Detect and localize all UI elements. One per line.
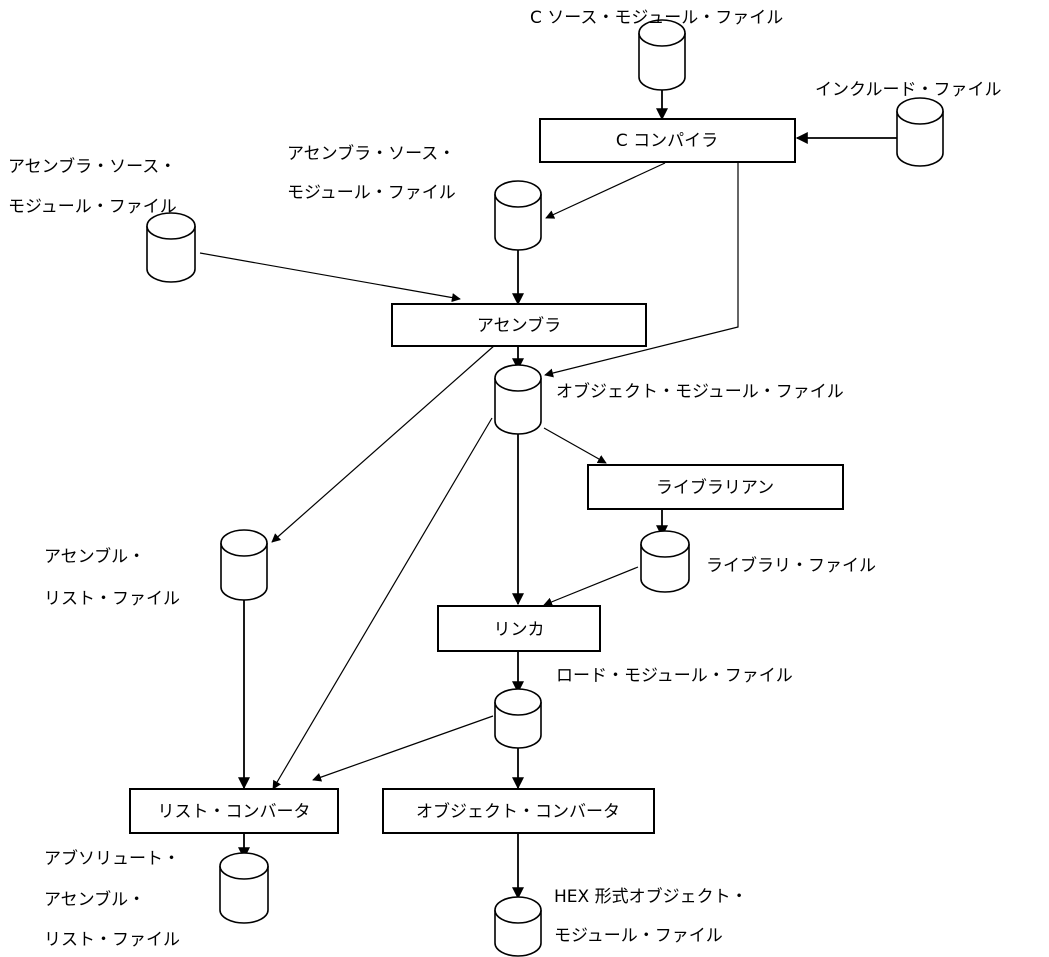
load-module-file-icon — [494, 688, 542, 749]
load-module-file-label: ロード・モジュール・ファイル — [556, 666, 793, 686]
asm-source-left-label-line1: アセンブラ・ソース・ — [8, 156, 176, 177]
assemble-list-file-icon — [220, 529, 268, 601]
assemble-list-label-line2: リスト・ファイル — [44, 589, 180, 609]
edge-compiler-object — [544, 163, 739, 378]
assembler-label: アセンブラ — [477, 315, 561, 336]
list-converter-box: リスト・コンバータ — [129, 788, 339, 834]
object-module-file-label: オブジェクト・モジュール・ファイル — [556, 381, 844, 402]
edge-load-listconv — [312, 715, 494, 782]
linker-label: リンカ — [494, 620, 545, 640]
edge-asmsrcleft-assembler — [199, 252, 461, 303]
hex-object-file-icon — [494, 896, 542, 957]
c-source-file-icon — [638, 19, 686, 91]
absolute-list-label-line1: アブソリュート・ — [44, 848, 180, 869]
object-module-file-icon — [494, 364, 542, 435]
asm-source-center-label-line1: アセンブラ・ソース・ — [287, 143, 455, 164]
edge-library-linker — [543, 566, 639, 607]
assemble-list-label-line1: アセンブル・ — [44, 546, 145, 567]
librarian-box: ライブラリアン — [587, 464, 844, 510]
asm-source-left-label-line2: モジュール・ファイル — [8, 197, 177, 217]
hex-object-label-line2: モジュール・ファイル — [554, 926, 723, 946]
c-compiler-label: C コンパイラ — [616, 131, 718, 151]
library-file-label: ライブラリ・ファイル — [706, 555, 876, 576]
assembler-box: アセンブラ — [391, 303, 647, 347]
asm-source-left-file-icon — [146, 212, 196, 283]
include-file-icon — [896, 97, 944, 167]
library-file-icon — [640, 530, 690, 593]
absolute-list-file-icon — [219, 852, 269, 924]
object-converter-box: オブジェクト・コンバータ — [382, 788, 655, 834]
edge-compiler-asmsrc — [545, 162, 666, 219]
asm-source-center-label-line2: モジュール・ファイル — [287, 183, 456, 203]
absolute-list-label-line3: リスト・ファイル — [44, 930, 180, 950]
edge-assembler-asmlist — [271, 344, 496, 543]
object-converter-label: オブジェクト・コンバータ — [416, 801, 620, 822]
c-compiler-box: C コンパイラ — [539, 118, 796, 163]
include-file-label: インクルード・ファイル — [815, 80, 1002, 100]
hex-object-label-line1: HEX 形式オブジェクト・ — [554, 886, 748, 907]
edge-object-listconv — [272, 417, 493, 790]
asm-source-center-file-icon — [494, 180, 542, 251]
edges — [199, 90, 897, 900]
c-source-file-label: C ソース・モジュール・ファイル — [530, 8, 783, 28]
list-converter-label: リスト・コンバータ — [158, 802, 311, 822]
edge-object-librarian — [543, 427, 607, 464]
linker-box: リンカ — [437, 605, 601, 652]
absolute-list-label-line2: アセンブル・ — [44, 889, 145, 910]
librarian-label: ライブラリアン — [656, 477, 774, 498]
